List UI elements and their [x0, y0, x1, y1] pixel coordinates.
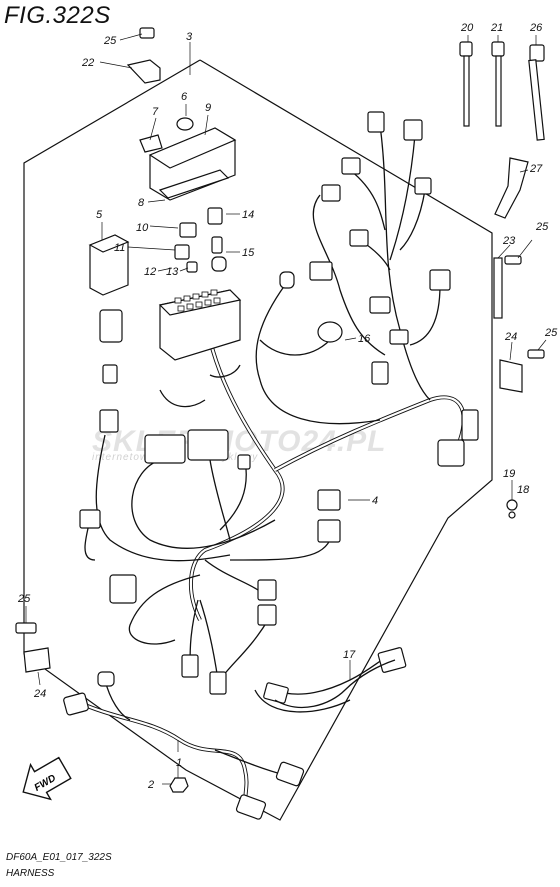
watermark-text: SKLEP-MOTO24.PL [92, 425, 387, 458]
callout-23: 23 [502, 235, 516, 247]
callout-16: 16 [358, 333, 371, 345]
nut-part [169, 777, 189, 793]
callout-27: 27 [529, 163, 543, 175]
sub-harness-1 [63, 671, 305, 820]
callout-17: 17 [343, 649, 356, 661]
fwd-arrow-icon: FWD [22, 756, 72, 801]
callout-numbers: 1 2 3 4 5 6 7 8 9 10 11 12 13 14 15 16 1… [17, 22, 558, 791]
small-fuses [174, 207, 227, 273]
sub-harness-17 [274, 659, 396, 708]
callout-5: 5 [96, 209, 103, 221]
hardware-parts [15, 27, 545, 673]
callout-12: 12 [144, 266, 156, 278]
callout-25-right-lower: 25 [544, 327, 558, 339]
callout-9: 9 [205, 102, 211, 114]
connectors [79, 111, 479, 704]
callout-21: 21 [490, 22, 503, 34]
callout-13: 13 [166, 266, 179, 278]
callout-7: 7 [152, 106, 159, 118]
callout-25-left: 25 [17, 593, 31, 605]
relay-part [88, 234, 130, 296]
callout-26: 26 [529, 22, 543, 34]
leader-lines [25, 33, 547, 785]
frame-outline [23, 59, 493, 821]
drawing-code: DF60A_E01_017_322S [6, 852, 112, 863]
callout-15: 15 [242, 247, 255, 259]
callout-20: 20 [460, 22, 474, 34]
callout-2: 2 [147, 779, 154, 791]
callout-8: 8 [138, 197, 145, 209]
callout-22: 22 [81, 57, 94, 69]
figure-title: FIG.322S [4, 2, 111, 29]
callout-25-right-upper: 25 [535, 221, 549, 233]
callout-24-left: 24 [33, 688, 46, 700]
callout-25-top: 25 [103, 35, 117, 47]
callout-18: 18 [517, 484, 530, 496]
callout-1: 1 [176, 757, 182, 769]
callout-11: 11 [114, 242, 125, 254]
callout-10: 10 [136, 222, 149, 234]
callout-19: 19 [503, 468, 515, 480]
relay-module [139, 127, 237, 201]
callout-6: 6 [181, 91, 188, 103]
fuse-box [158, 289, 242, 361]
grommet-part [176, 117, 194, 131]
callout-4: 4 [372, 495, 378, 507]
diagram-caption: HARNESS [6, 868, 55, 879]
callout-24-right: 24 [504, 331, 517, 343]
callout-3: 3 [186, 31, 193, 43]
callout-14: 14 [242, 209, 254, 221]
